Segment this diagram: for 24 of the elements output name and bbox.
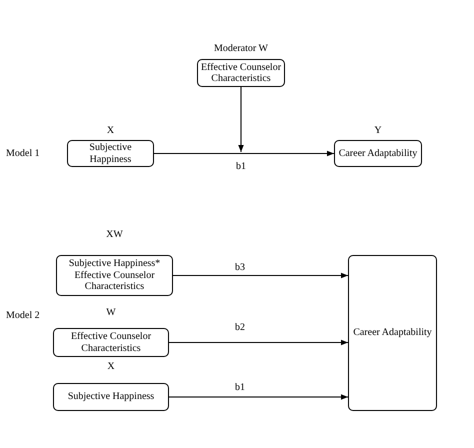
- model-label: Model 2: [6, 310, 40, 322]
- arrow: [154, 150, 334, 156]
- node-heading: X: [106, 361, 116, 372]
- edge-label: b3: [235, 262, 245, 274]
- arrow: [238, 86, 244, 152]
- box-label: Career Adaptability: [338, 148, 418, 160]
- node-heading: XW: [105, 229, 124, 240]
- box-label: Effective Counselor Characteristics: [70, 331, 152, 354]
- box-label: Subjective Happiness* Effective Counselor Characteristics: [68, 258, 162, 293]
- arrow: [172, 272, 348, 278]
- node-heading: X: [106, 125, 116, 136]
- edge-label: b1: [236, 161, 246, 172]
- arrow: [168, 394, 348, 400]
- box-label: Subjective Happiness: [88, 142, 133, 165]
- node-heading: W: [105, 307, 117, 318]
- box-label: Career Adaptability: [353, 327, 432, 339]
- node-heading: Moderator W: [213, 43, 269, 54]
- box-label: Effective Counselor Characteristics: [200, 62, 282, 84]
- edge-label: b2: [235, 322, 245, 334]
- arrow: [168, 340, 348, 346]
- node-heading: Y: [373, 125, 383, 136]
- box-label: Subjective Happiness: [68, 391, 154, 403]
- model-label: Model 1: [6, 148, 40, 160]
- edge-label: b1: [235, 382, 245, 394]
